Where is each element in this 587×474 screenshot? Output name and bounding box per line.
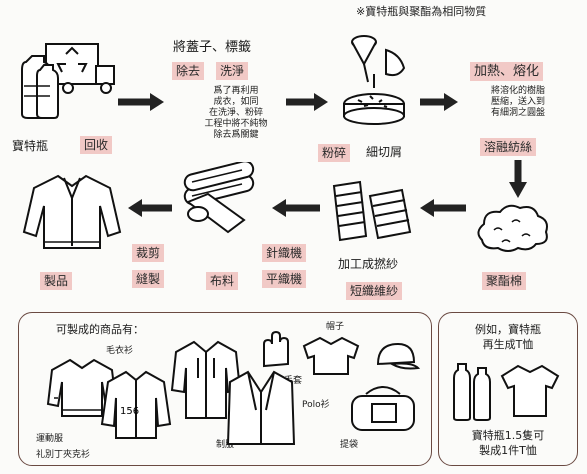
step-fiber: 溶融紡絲 bbox=[480, 138, 537, 156]
step-cloth: 布料 bbox=[206, 272, 239, 290]
step-polyester: 聚酯棉 bbox=[482, 272, 527, 290]
shirt-icon bbox=[22, 174, 122, 249]
example-result: 寶特瓶1.5隻可 製成1件T恤 bbox=[471, 429, 545, 457]
example-box bbox=[438, 312, 578, 466]
polo-shirt-icon bbox=[302, 336, 360, 375]
step-bottle: 寶特瓶 bbox=[12, 139, 49, 153]
arrow-right-icon bbox=[118, 93, 164, 111]
goods-heading: 可製成的商品有： bbox=[56, 323, 144, 336]
svg-text:156: 156 bbox=[120, 406, 139, 417]
goods-item-bag: 提袋 bbox=[340, 440, 359, 450]
jacket-icon: 156 bbox=[100, 370, 172, 439]
uniform-icon bbox=[226, 370, 296, 445]
step-short-fiber: 短纖維紗 bbox=[346, 282, 403, 300]
step-crush: 粉碎 bbox=[318, 144, 351, 162]
goods-item-jacket: 礼別丁夾克衫 bbox=[36, 450, 91, 460]
step-remove: 除去 bbox=[172, 62, 205, 80]
step-flakes: 細切屑 bbox=[366, 145, 403, 159]
step-cut: 裁剪 bbox=[132, 244, 165, 262]
wash-note: 爲了再利用 成衣，如同 在洗淨、粉碎 工程中將不純物 除去爲關鍵 bbox=[204, 86, 268, 140]
arrow-right-icon bbox=[420, 93, 458, 111]
arrow-down-icon bbox=[509, 160, 527, 198]
yarn-spool-icon bbox=[332, 180, 412, 242]
footnote: ※寶特瓶與聚酯為相同物質 bbox=[356, 5, 487, 18]
step-knit: 針織機 bbox=[262, 244, 307, 262]
arrow-left-icon bbox=[420, 199, 466, 217]
sportswear-icon bbox=[170, 340, 242, 419]
step-product: 製品 bbox=[40, 272, 73, 290]
example-text: 例如，寶特瓶 再生成T恤 bbox=[475, 323, 541, 351]
step-recycle: 回收 bbox=[80, 136, 113, 154]
arrow-left-icon bbox=[128, 199, 172, 217]
goods-item-gloves: 手套 bbox=[284, 376, 303, 386]
gloves-icon bbox=[263, 330, 289, 368]
goods-item-sweater: 毛衣衫 bbox=[106, 346, 134, 356]
bag-icon bbox=[351, 386, 415, 431]
recycle-truck-icon bbox=[21, 43, 115, 119]
arrow-left-icon bbox=[272, 199, 320, 217]
arrow-right-icon bbox=[286, 93, 328, 111]
melt-note: 將溶化的樹脂 壓縮，送入到 有細洞之圓盤 bbox=[490, 86, 545, 118]
step-sew: 縫製 bbox=[132, 270, 165, 288]
goods-item-uniform: 制服 bbox=[216, 440, 235, 450]
step-spin: 加工成撚紗 bbox=[338, 257, 399, 271]
goods-item-sportswear: 運動服 bbox=[36, 434, 64, 444]
t-shirt-icon bbox=[500, 364, 560, 417]
step-remove-caps: 將蓋子、標籤 bbox=[173, 40, 252, 55]
goods-box bbox=[18, 312, 432, 466]
goods-item-polo: Polo衫 bbox=[302, 400, 330, 410]
bottles-icon bbox=[453, 363, 491, 421]
fabric-roll-icon bbox=[183, 162, 255, 234]
hat-icon bbox=[376, 342, 420, 370]
grinder-icon bbox=[343, 35, 406, 125]
goods-item-hat: 帽子 bbox=[326, 322, 345, 332]
step-weave: 平織機 bbox=[262, 270, 307, 288]
polyester-cotton-icon bbox=[477, 204, 548, 252]
step-wash: 洗淨 bbox=[216, 62, 249, 80]
step-heat-melt: 加熱、熔化 bbox=[470, 62, 544, 81]
